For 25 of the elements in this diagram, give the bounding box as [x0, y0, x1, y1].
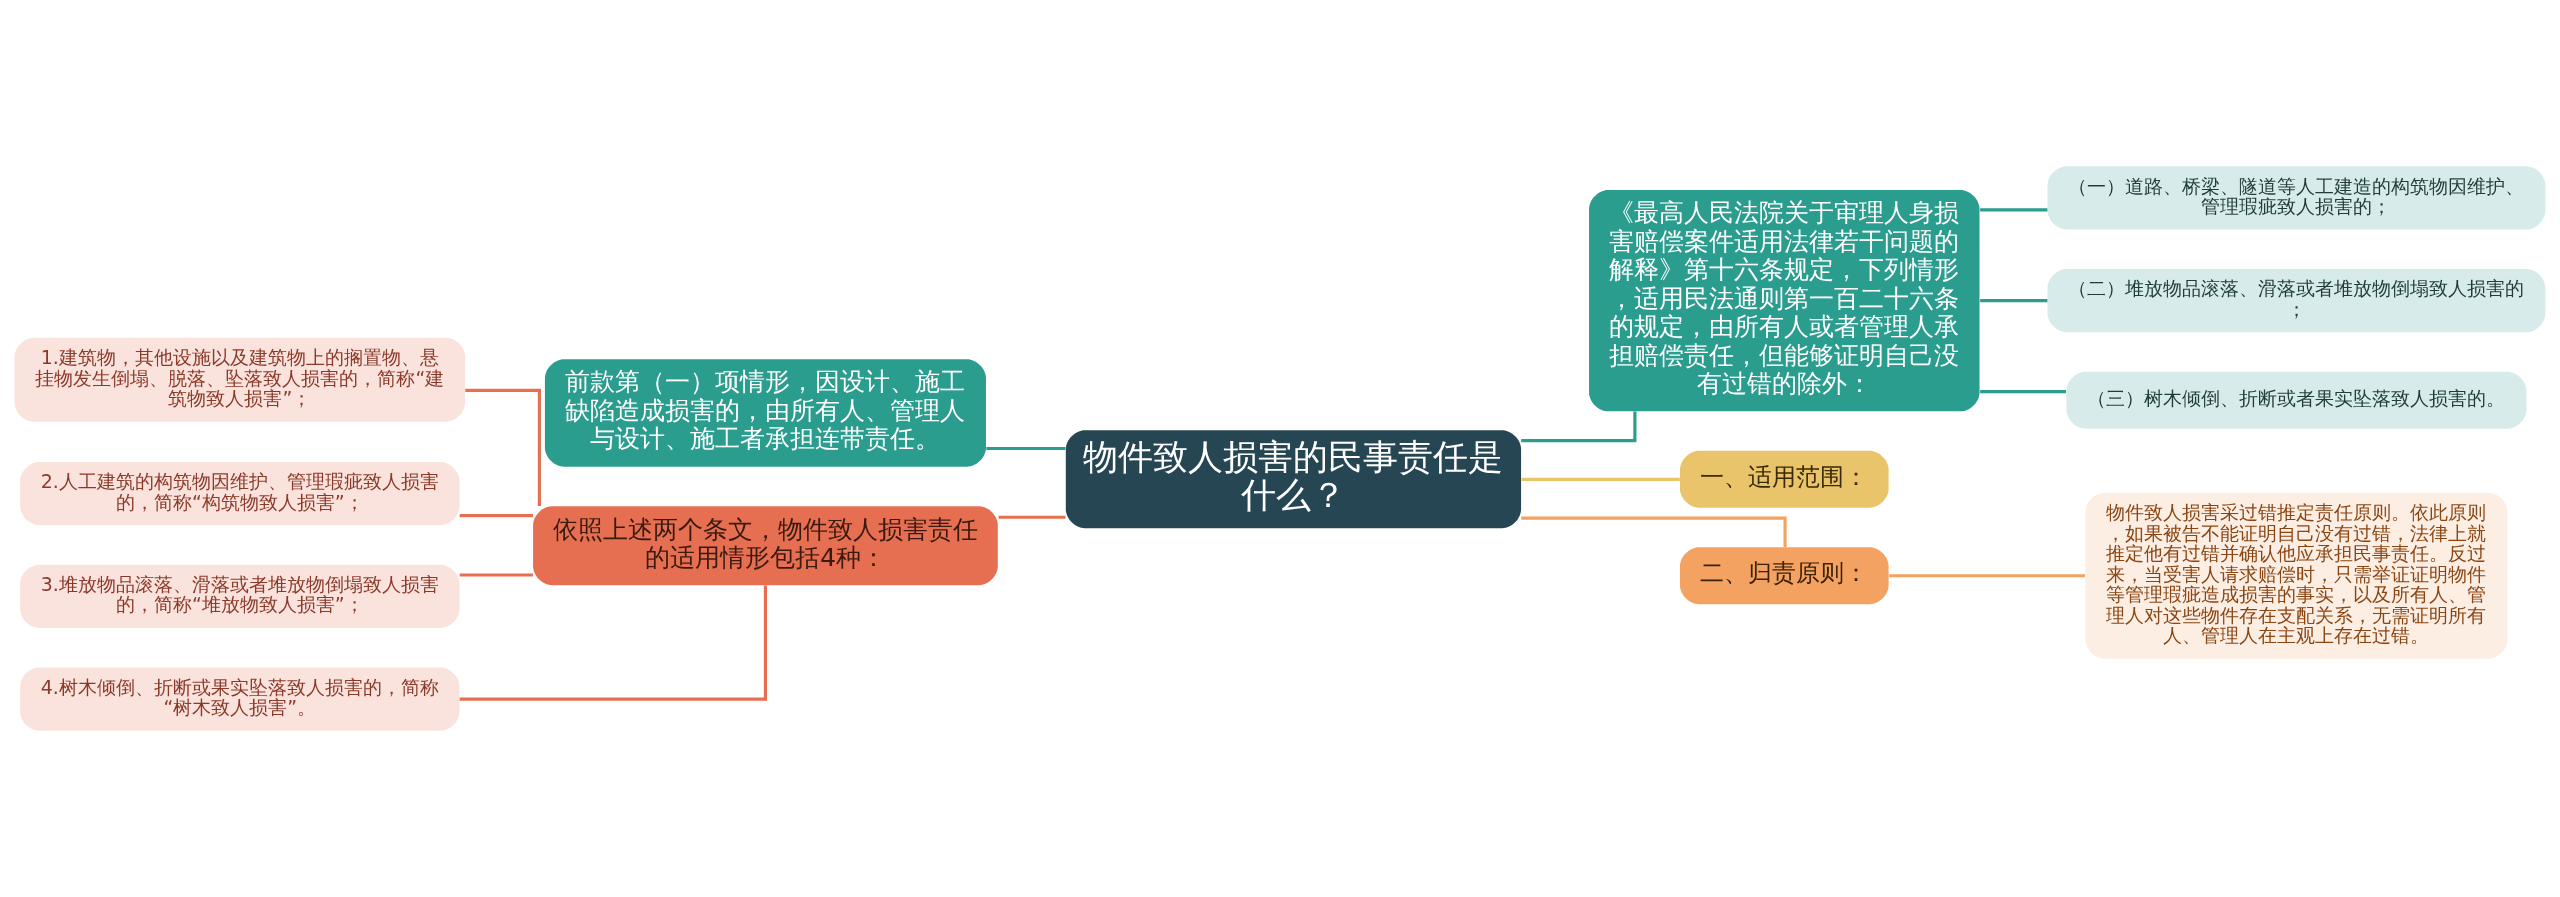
- node-box: 3.堆放物品滚落、滑落或者堆放物倒塌致人损害的，简称“堆放物致人损害”；: [20, 564, 460, 628]
- node-box: 《最高人民法院关于审理人身损害赔偿案件适用法律若干问题的解释》第十六条规定，下列情形，适用民法通则第一百二十六条的规定，由所有人或者管理人承担赔偿责任，但能够证明自己没有过错的除外：: [1589, 190, 1980, 412]
- connector: [459, 573, 533, 577]
- connector: [1889, 574, 2085, 578]
- node-box: （一）道路、桥梁、隧道等人工建造的构筑物因维护、管理瑕疵致人损害的；: [2047, 166, 2546, 230]
- node-box: 二、归责原则：: [1679, 547, 1889, 605]
- connector: [1980, 208, 2048, 212]
- connector: [986, 446, 1066, 451]
- connector: [1521, 477, 1680, 481]
- connector: [998, 515, 1066, 519]
- node-box: 依照上述两个条文，物件致人损害责任的适用情形包括4种：: [533, 506, 998, 586]
- node-box: 一、适用范围：: [1679, 450, 1889, 508]
- node-box: 物件致人损害的民事责任是什么？: [1065, 430, 1522, 529]
- connector: [1980, 299, 2048, 303]
- connector: [459, 585, 768, 701]
- node-box: 2.人工建筑的构筑物因维护、管理瑕疵致人损害的，简称“构筑物致人损害”；: [20, 461, 460, 526]
- node-box: （三）树木倾倒、折断或者果实坠落致人损害的。: [2066, 371, 2527, 429]
- node-box: （二）堆放物品滚落、滑落或者堆放物倒塌致人损害的；: [2047, 269, 2546, 333]
- node-box: 物件致人损害采过错推定责任原则。依此原则，如果被告不能证明自己没有过错，法律上就推定他有过错并确认他应承担民事责任。反过来，当受害人请求赔偿时，只需举证证明物件等管理瑕疵造成损害的事实，以及所有人、管理人对这些物件存在支配关系，无需证明所有人、管理人在主观上存在过错。: [2085, 492, 2508, 659]
- node-box: 1.建筑物，其他设施以及建筑物上的搁置物、悬挂物发生倒塌、脱落、坠落致人损害的，简称“建筑物致人损害”；: [14, 337, 466, 422]
- connector: [459, 514, 533, 518]
- connector: [465, 388, 541, 507]
- node-box: 4.树木倾倒、折断或果实坠落致人损害的，简称“树木致人损害”。: [20, 667, 460, 731]
- node-box: 前款第（一）项情形，因设计、施工缺陷造成损害的，由所有人、管理人与设计、施工者承担连带责任。: [544, 359, 986, 467]
- connector: [1980, 390, 2067, 394]
